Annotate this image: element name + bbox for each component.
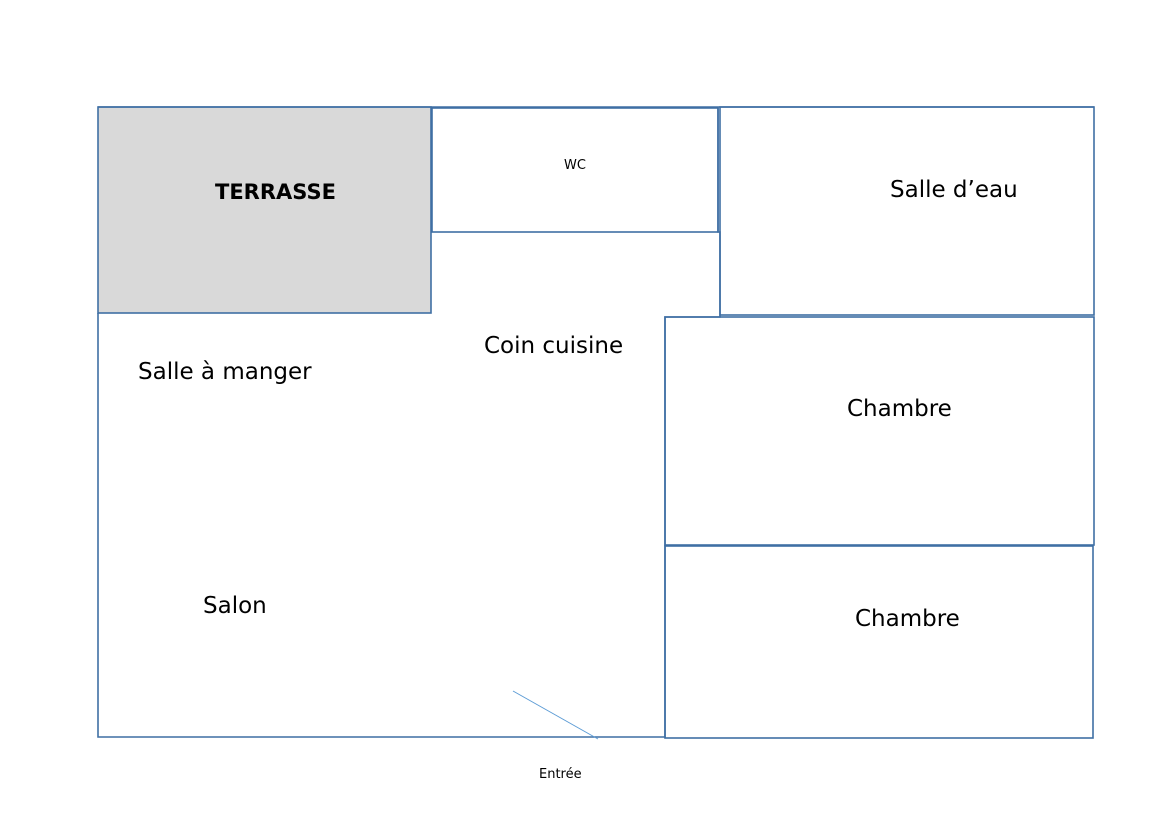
coin-cuisine-label: Coin cuisine — [484, 333, 624, 359]
salle-a-manger-label: Salle à manger — [138, 359, 312, 385]
entrance-label: Entrée — [539, 767, 582, 782]
chambre-label-1: Chambre — [847, 396, 952, 422]
living-area-walls — [97, 108, 721, 738]
salle-deau-label: Salle d’eau — [890, 177, 1018, 203]
entrance-door — [512, 690, 599, 740]
chambre-label-2: Chambre — [855, 606, 960, 632]
wc-label: WC — [564, 158, 586, 173]
wc-room — [431, 107, 719, 233]
chambre-room-2 — [664, 545, 1094, 739]
salle-deau-room — [719, 106, 1095, 316]
terrasse-label: TERRASSE — [215, 180, 336, 204]
salon-label: Salon — [203, 593, 267, 619]
chambre-room-1 — [664, 316, 1095, 546]
terrace-area — [97, 106, 432, 314]
